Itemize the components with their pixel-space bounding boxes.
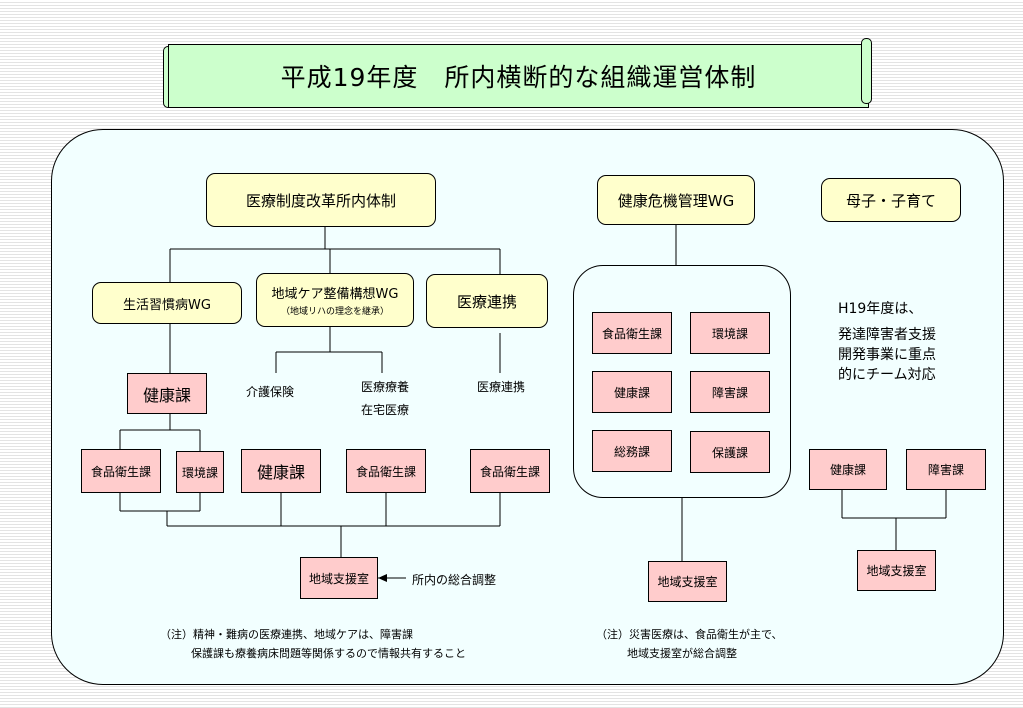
node-label: 保護課 <box>711 445 748 460</box>
node-kenko-right: 健康課 <box>809 449 887 490</box>
node-kankyo-mid: 環境課 <box>690 312 770 354</box>
node-hogo-mid: 保護課 <box>690 431 770 473</box>
node-label: 地域支援室 <box>308 571 369 586</box>
node-kankyo-1: 環境課 <box>176 451 224 493</box>
node-iryo-seido: 医療制度改革所内体制 <box>206 173 436 227</box>
node-label: 食品衛生課 <box>601 326 662 341</box>
node-label: 食品衛生課 <box>479 464 540 479</box>
node-label: 医療制度改革所内体制 <box>245 191 396 210</box>
node-kenko-kiki-wg: 健康危機管理WG <box>597 175 755 225</box>
node-label: 地域支援室 <box>866 564 927 578</box>
node-sublabel: （地域リハの理念を継承） <box>280 307 389 317</box>
desc-right-line3: 開発事業に重点 <box>838 347 936 363</box>
desc-right-line2: 発達障害者支援 <box>838 327 936 343</box>
node-label: 地域支援室 <box>657 575 718 589</box>
node-somu-mid: 総務課 <box>592 430 672 472</box>
node-chiiki-shien-1: 地域支援室 <box>300 557 378 599</box>
label-zaitaku-iryo: 在宅医療 <box>361 403 410 417</box>
label-iryo-ryoyo: 医療療養 <box>361 380 410 394</box>
node-label: 健康課 <box>613 385 650 400</box>
node-label: 健康危機管理WG <box>617 191 735 210</box>
node-kenko-mid: 健康課 <box>592 371 672 413</box>
node-shogai-right: 障害課 <box>906 449 986 490</box>
desc-right-line1: H19年度は、 <box>838 301 923 317</box>
note-mid-line2: 地域支援室が総合調整 <box>627 647 737 660</box>
node-label: 食品衛生課 <box>90 464 151 479</box>
desc-right-line4: 的にチーム対応 <box>838 367 936 383</box>
scroll-right-curl <box>861 38 872 104</box>
title-banner: 平成19年度 所内横断的な組織運営体制 <box>168 44 869 108</box>
node-chiiki-shien-mid: 地域支援室 <box>648 561 727 602</box>
node-label: 障害課 <box>927 463 964 477</box>
node-label: 生活習慣病WG <box>123 297 211 313</box>
node-label: 母子・子育て <box>845 191 936 210</box>
node-label: 環境課 <box>711 326 748 341</box>
node-kenko-ka-2: 健康課 <box>241 449 321 493</box>
note-left-line1: （注）精神・難病の医療連携、地域ケアは、障害課 <box>160 628 413 641</box>
node-label: 環境課 <box>181 465 218 480</box>
node-shogai-mid: 障害課 <box>690 371 770 413</box>
node-chiiki-shien-right: 地域支援室 <box>857 550 936 591</box>
note-left-line2: 保護課も療養病床問題等関係するので情報共有すること <box>191 647 466 660</box>
node-iryo-renkei: 医療連携 <box>426 274 548 328</box>
node-label: 医療連携 <box>456 292 517 311</box>
node-label: 健康課 <box>256 463 305 482</box>
label-iryo-renkei: 医療連携 <box>477 380 526 394</box>
node-label: 健康課 <box>829 463 866 477</box>
node-seikatsu-wg: 生活習慣病WG <box>92 282 242 324</box>
node-label: 障害課 <box>711 385 748 400</box>
node-shokuhin-3: 食品衛生課 <box>470 449 550 493</box>
label-sonai-chosei: 所内の総合調整 <box>412 573 497 587</box>
node-label: 地域ケア整備構想WG <box>271 287 399 302</box>
node-shokuhin-mid: 食品衛生課 <box>592 312 672 354</box>
node-shokuhin-2: 食品衛生課 <box>346 449 426 493</box>
node-kenko-ka-1: 健康課 <box>127 373 207 414</box>
page-title: 平成19年度 所内横断的な組織運営体制 <box>280 63 757 92</box>
node-label: 総務課 <box>613 444 650 459</box>
label-kaigo-hoken: 介護保険 <box>246 385 295 399</box>
node-label: 健康課 <box>142 385 191 405</box>
node-boshi-kosodate: 母子・子育て <box>821 178 961 222</box>
node-shokuhin-1: 食品衛生課 <box>81 449 161 493</box>
node-label: 食品衛生課 <box>355 464 416 479</box>
node-chiiki-care-wg: 地域ケア整備構想WG （地域リハの理念を継承） <box>256 273 414 327</box>
note-mid-line1: （注）災害医療は、食品衛生が主で、 <box>596 628 783 641</box>
